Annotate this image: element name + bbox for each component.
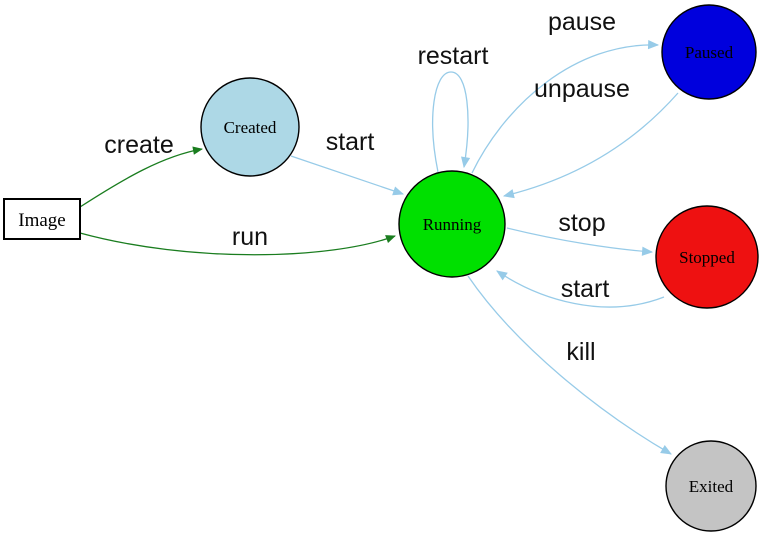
node-created-label: Created [224, 118, 277, 137]
edge-label-create: create [104, 131, 173, 159]
edge-start-stopped-running-arrow [496, 270, 665, 308]
node-paused-circle [661, 4, 757, 100]
edge-label-kill: kill [566, 338, 595, 366]
node-image-label: Image [18, 210, 65, 231]
node-exited-circle [665, 440, 757, 532]
edge-label-pause: pause [548, 8, 616, 36]
edge-label-stop: stop [558, 209, 605, 237]
node-running-circle [398, 170, 506, 278]
node-stopped-label: Stopped [679, 248, 735, 267]
edge-restart-selfloop-arrow [432, 71, 471, 173]
edge-label-unpause: unpause [534, 75, 630, 103]
edge-kill-arrow [467, 275, 672, 455]
edge-create-arrow [79, 146, 203, 208]
edge-run-arrow [79, 232, 396, 256]
edge-label-start-bottom: start [561, 275, 610, 303]
node-exited-label: Exited [689, 477, 734, 496]
edge-pause-arrow [471, 40, 660, 174]
edge-unpause-arrow [502, 92, 679, 199]
node-created-circle [200, 77, 300, 177]
node-image-box [3, 198, 81, 240]
edge-label-run: run [232, 223, 268, 251]
edge-label-restart: restart [418, 42, 489, 70]
node-stopped-circle [655, 205, 759, 309]
edge-label-start-top: start [326, 128, 375, 156]
edge-start-created-running-arrow [290, 155, 405, 196]
node-paused-label: Paused [685, 43, 734, 62]
edge-stop-arrow [506, 227, 654, 256]
node-running-label: Running [423, 215, 482, 234]
